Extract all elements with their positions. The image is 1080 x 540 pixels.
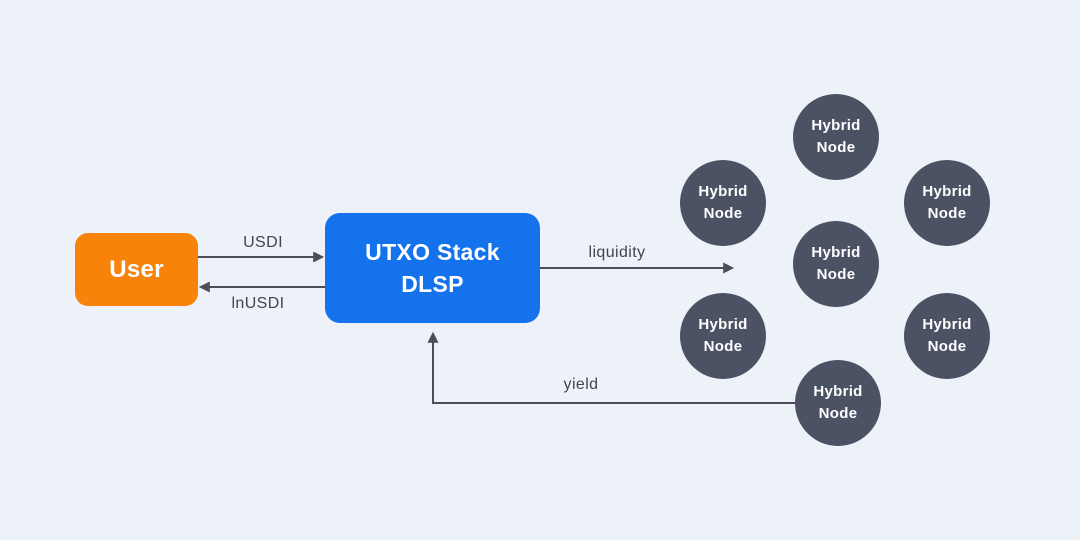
hybrid-node-label-line1: Hybrid xyxy=(698,183,748,200)
hybrid-node-7: Hybrid Node xyxy=(795,360,881,446)
hybrid-node-label-line1: Hybrid xyxy=(811,117,861,134)
hybrid-node-label-line1: Hybrid xyxy=(811,244,861,261)
edge-label-liquidity: liquidity xyxy=(588,244,646,261)
hybrid-node-label-line2: Node xyxy=(703,338,743,355)
dlsp-node-label-line2: DLSP xyxy=(401,271,464,297)
edge-label-lnusdi: lnUSDI xyxy=(231,295,285,312)
edge-label-usdi: USDI xyxy=(243,234,283,251)
hybrid-node-label-line1: Hybrid xyxy=(698,316,748,333)
hybrid-node-label-line2: Node xyxy=(816,139,856,156)
dlsp-node-label-line1: UTXO Stack xyxy=(365,239,500,265)
hybrid-node-label-line2: Node xyxy=(816,266,856,283)
edge-label-yield: yield xyxy=(563,376,599,393)
utxo-stack-dlsp-node: UTXO Stack DLSP xyxy=(325,213,540,323)
hybrid-node-label-line2: Node xyxy=(703,205,743,222)
hybrid-node-4: Hybrid Node xyxy=(793,221,879,307)
hybrid-node-label-line1: Hybrid xyxy=(922,316,972,333)
user-node: User xyxy=(75,233,198,306)
hybrid-node-label-line1: Hybrid xyxy=(813,383,863,400)
hybrid-node-label-line2: Node xyxy=(818,405,858,422)
hybrid-node-label-line2: Node xyxy=(927,205,967,222)
user-node-label: User xyxy=(109,255,164,283)
hybrid-node-5: Hybrid Node xyxy=(680,293,766,379)
hybrid-node-3: Hybrid Node xyxy=(904,160,990,246)
hybrid-node-label-line1: Hybrid xyxy=(922,183,972,200)
hybrid-node-label-line2: Node xyxy=(927,338,967,355)
hybrid-node-1: Hybrid Node xyxy=(793,94,879,180)
arrow-yield xyxy=(427,331,795,404)
hybrid-node-2: Hybrid Node xyxy=(680,160,766,246)
hybrid-node-6: Hybrid Node xyxy=(904,293,990,379)
